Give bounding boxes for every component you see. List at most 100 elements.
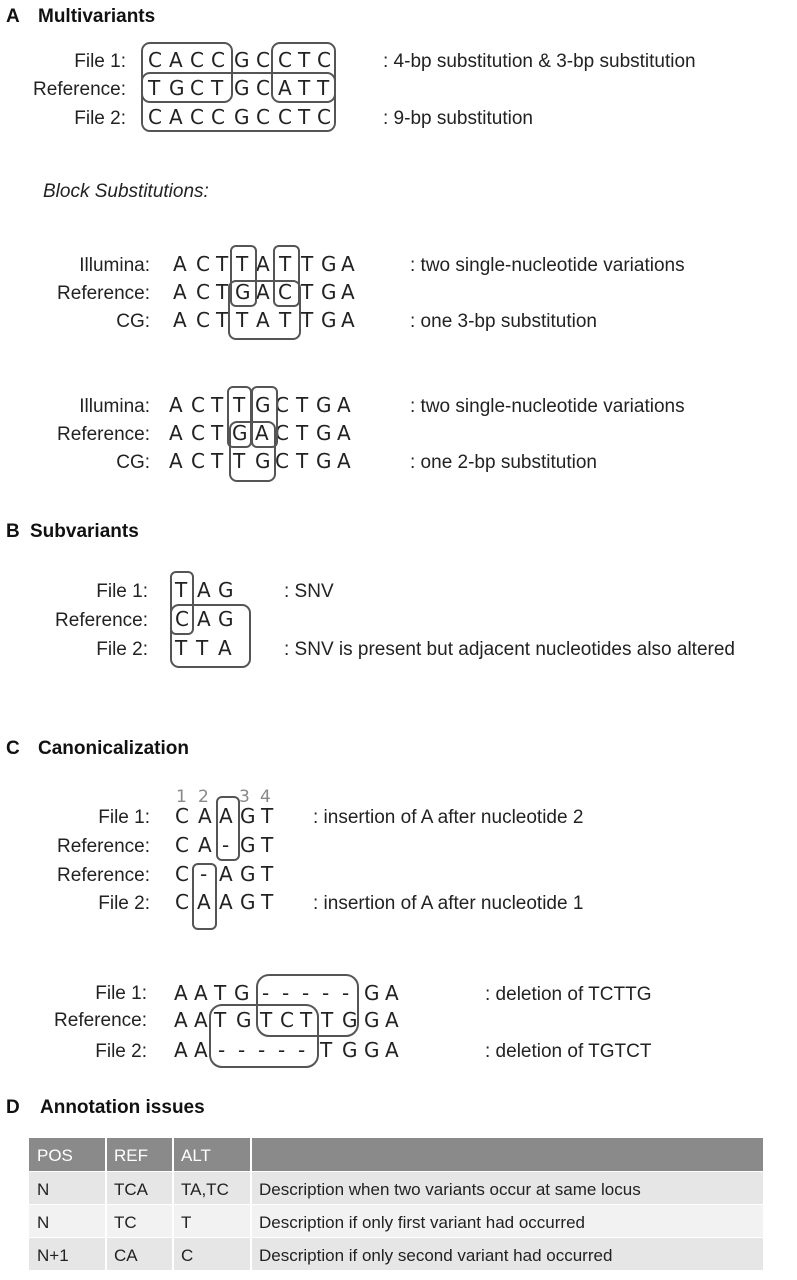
table-header-bg bbox=[29, 1138, 763, 1171]
svg-text:A: A bbox=[198, 833, 212, 857]
svg-text:-: - bbox=[258, 1038, 265, 1062]
svg-text:A: A bbox=[169, 449, 183, 473]
svg-text:G: G bbox=[321, 280, 337, 304]
annotation-table: POS REF ALT N TCA TA,TC Description when… bbox=[29, 1138, 763, 1270]
table-row: N TC T Description if only first variant… bbox=[29, 1205, 763, 1237]
svg-text:G: G bbox=[234, 48, 250, 72]
sb-row1-desc: : SNV bbox=[284, 581, 334, 602]
sb-row3-seq: T T A bbox=[174, 636, 232, 660]
svg-text:C: C bbox=[278, 280, 292, 304]
svg-text:-: - bbox=[218, 1038, 225, 1062]
svg-text:A: A bbox=[197, 890, 211, 914]
svg-text:T: T bbox=[235, 252, 249, 276]
b1-row3-desc: : one 3-bp substitution bbox=[410, 311, 597, 332]
svg-text:T: T bbox=[300, 308, 314, 332]
row1-pos: N bbox=[37, 1180, 49, 1199]
sb-row2-seq: C A G bbox=[175, 607, 234, 631]
header-alt: ALT bbox=[181, 1146, 211, 1165]
svg-text:A: A bbox=[256, 308, 270, 332]
svg-text:T: T bbox=[215, 308, 229, 332]
svg-text:-: - bbox=[262, 981, 269, 1005]
row2-ref: TC bbox=[114, 1213, 137, 1232]
svg-text:-: - bbox=[322, 981, 329, 1005]
svg-text:C: C bbox=[256, 105, 270, 129]
svg-text:C: C bbox=[275, 393, 289, 417]
row2-pos: N bbox=[37, 1213, 49, 1232]
svg-text:-: - bbox=[298, 1038, 305, 1062]
svg-text:G: G bbox=[232, 421, 248, 445]
svg-text:A: A bbox=[385, 1008, 399, 1032]
section-a-title: Multivariants bbox=[38, 6, 155, 27]
table-header: POS REF ALT bbox=[29, 1138, 763, 1270]
svg-text:A: A bbox=[341, 252, 355, 276]
svg-text:T: T bbox=[300, 252, 314, 276]
svg-text:G: G bbox=[234, 981, 250, 1005]
b1-row3-seq: A C T T A T T G A bbox=[173, 308, 355, 332]
svg-text:G: G bbox=[240, 804, 256, 828]
svg-text:A: A bbox=[219, 862, 233, 886]
a-row3-desc: : 9-bp substitution bbox=[383, 108, 533, 129]
sb-row3-desc: : SNV is present but adjacent nucleotide… bbox=[284, 639, 735, 660]
svg-text:C: C bbox=[196, 252, 210, 276]
svg-text:A: A bbox=[174, 1008, 188, 1032]
svg-text:T: T bbox=[295, 449, 309, 473]
svg-text:C: C bbox=[190, 76, 204, 100]
svg-text:C: C bbox=[278, 105, 292, 129]
sb-row1-label: File 1: bbox=[96, 581, 148, 602]
svg-text:T: T bbox=[260, 890, 274, 914]
sc-del-row2-label: Reference: bbox=[54, 1010, 147, 1031]
row3-alt: C bbox=[181, 1246, 193, 1265]
svg-text:A: A bbox=[219, 804, 233, 828]
svg-text:G: G bbox=[364, 981, 380, 1005]
svg-text:C: C bbox=[175, 890, 189, 914]
a-row3-seq: C A C C G C C T C bbox=[148, 105, 331, 129]
svg-text:T: T bbox=[295, 421, 309, 445]
sc-ins-row2-seq: C A - G T bbox=[175, 833, 274, 857]
svg-text:T: T bbox=[316, 76, 330, 100]
svg-text:T: T bbox=[210, 76, 224, 100]
sc-ins-row4-desc: : insertion of A after nucleotide 1 bbox=[313, 893, 583, 914]
svg-text:C: C bbox=[256, 76, 270, 100]
svg-text:A: A bbox=[174, 1038, 188, 1062]
sc-ins-row1-seq: C A A G T bbox=[175, 804, 274, 828]
svg-text:G: G bbox=[364, 1008, 380, 1032]
svg-text:C: C bbox=[191, 393, 205, 417]
b2-row3-desc: : one 2-bp substitution bbox=[410, 452, 597, 473]
svg-text:G: G bbox=[316, 393, 332, 417]
svg-text:G: G bbox=[218, 578, 234, 602]
header-ref: REF bbox=[114, 1146, 148, 1165]
a-row1-seq: C A C C G C C T C bbox=[148, 48, 331, 72]
svg-text:C: C bbox=[196, 280, 210, 304]
svg-text:C: C bbox=[148, 105, 162, 129]
svg-text:-: - bbox=[282, 981, 289, 1005]
svg-text:A: A bbox=[385, 1038, 399, 1062]
section-d-letter: D bbox=[6, 1097, 20, 1118]
sb-box-snv bbox=[170, 571, 194, 635]
table-row: N+1 CA C Description if only second vari… bbox=[29, 1238, 763, 1270]
a-row3-label: File 2: bbox=[74, 108, 126, 129]
sc-ins-row1-desc: : insertion of A after nucleotide 2 bbox=[313, 807, 583, 828]
b1-row2-seq: A C T G A C T G A bbox=[173, 280, 355, 304]
section-b-title: Subvariants bbox=[30, 521, 139, 542]
row2-alt: T bbox=[181, 1213, 191, 1232]
svg-text:G: G bbox=[234, 105, 250, 129]
svg-text:A: A bbox=[194, 1008, 208, 1032]
svg-text:C: C bbox=[148, 48, 162, 72]
svg-text:G: G bbox=[234, 76, 250, 100]
svg-text:A: A bbox=[169, 105, 183, 129]
svg-text:G: G bbox=[316, 449, 332, 473]
svg-text:T: T bbox=[259, 1008, 273, 1032]
svg-text:C: C bbox=[211, 48, 225, 72]
section-c-letter: C bbox=[6, 738, 20, 759]
svg-text:T: T bbox=[213, 981, 227, 1005]
row2-desc: Description if only first variant had oc… bbox=[259, 1213, 585, 1232]
svg-text:T: T bbox=[147, 76, 161, 100]
svg-text:-: - bbox=[238, 1038, 245, 1062]
svg-text:T: T bbox=[295, 393, 309, 417]
svg-text:A: A bbox=[255, 421, 269, 445]
svg-text:T: T bbox=[260, 804, 274, 828]
svg-text:G: G bbox=[235, 280, 251, 304]
header-pos: POS bbox=[37, 1146, 73, 1165]
row3-pos: N+1 bbox=[37, 1246, 69, 1265]
